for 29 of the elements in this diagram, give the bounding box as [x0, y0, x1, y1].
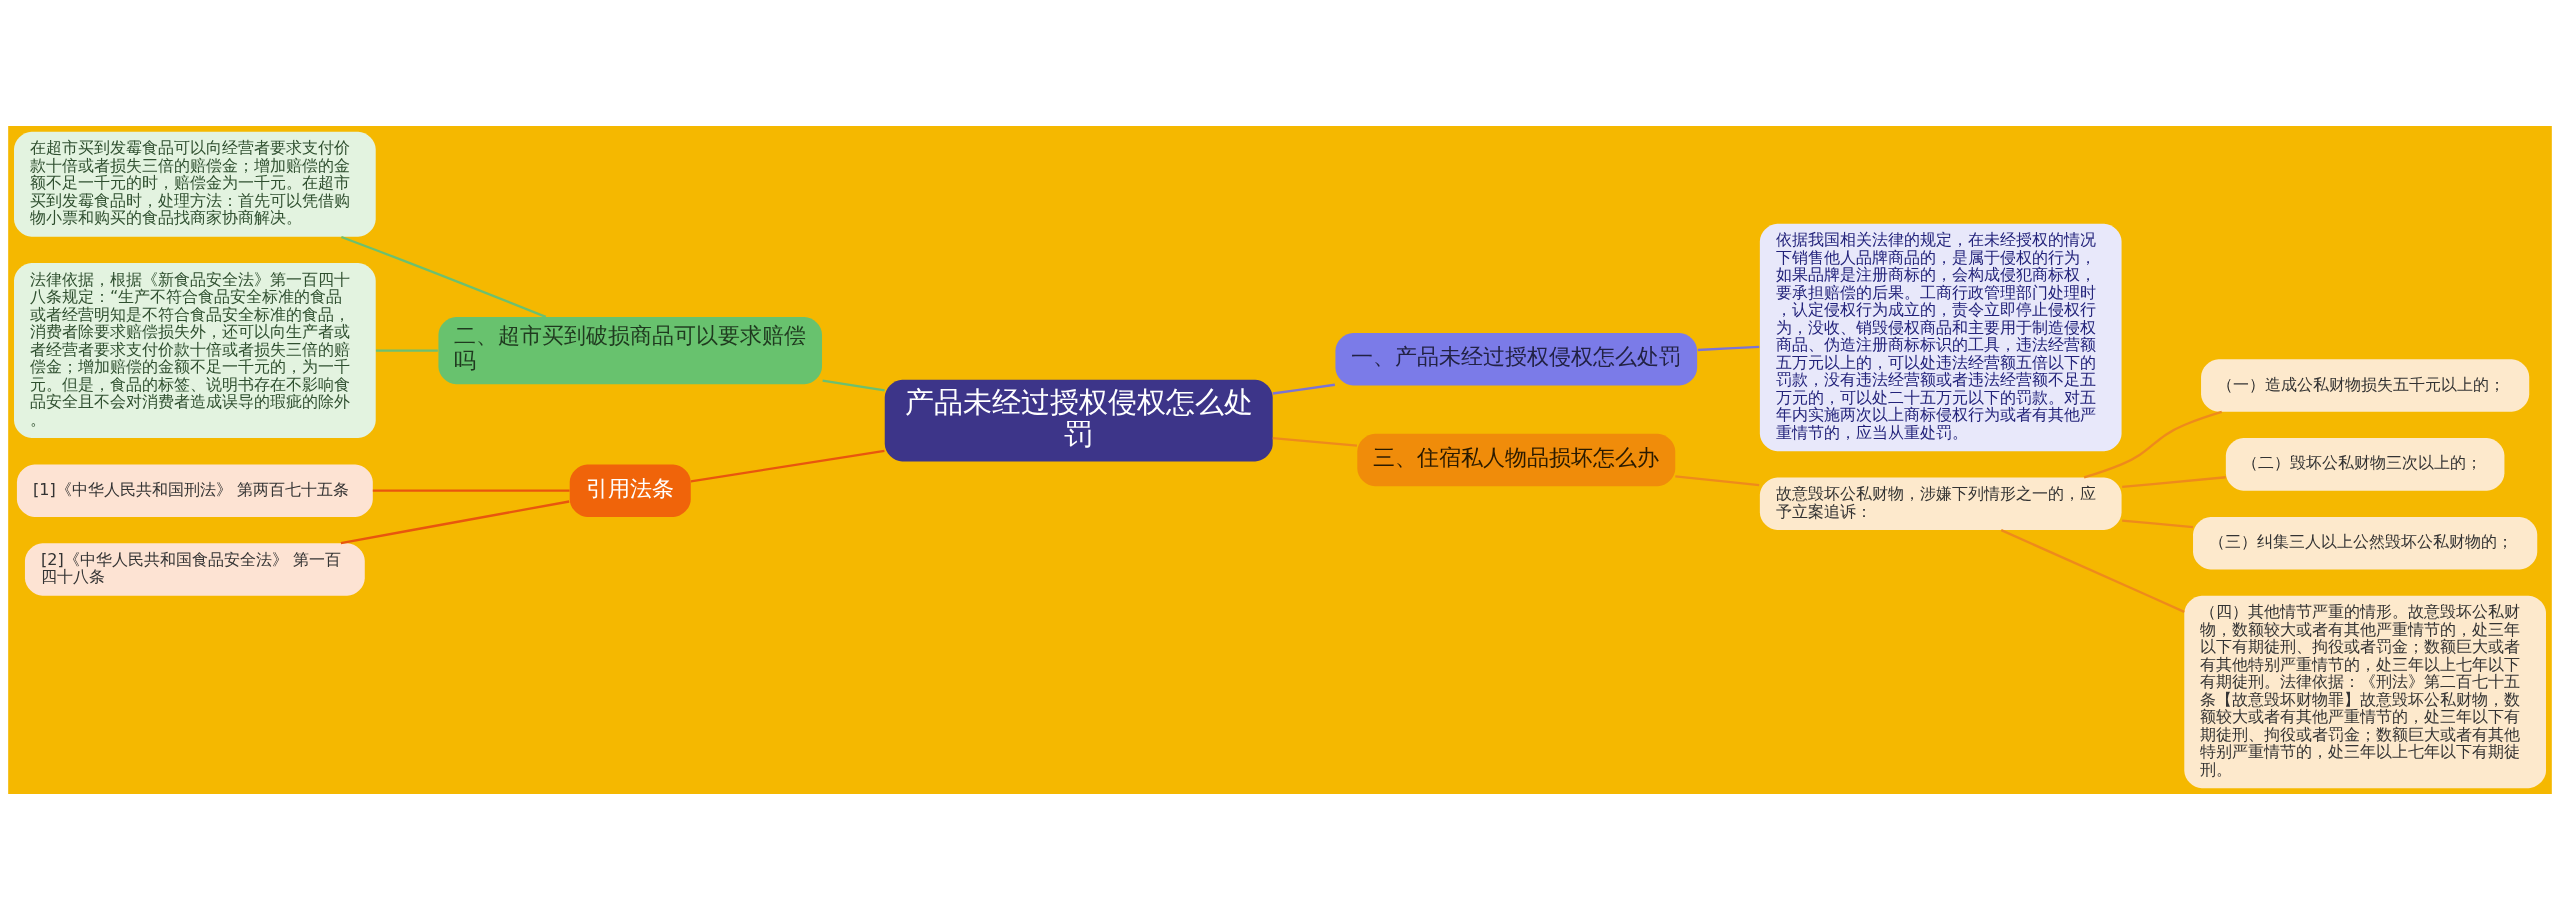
connector: [340, 235, 547, 318]
connector: [2000, 528, 2185, 613]
node-box: [2]《中华人民共和国食品安全法》 第一百四十八条: [24, 542, 365, 596]
node-box: 一、产品未经过授权侵权怎么处罚: [1335, 332, 1698, 386]
node-box: 故意毁坏公私财物，涉嫌下列情形之一的，应予立案追诉：: [1759, 477, 2122, 530]
connector: [375, 348, 438, 352]
connector: [822, 378, 885, 391]
node-box: 产品未经过授权侵权怎么处罚: [884, 379, 1273, 461]
connector: [372, 488, 570, 492]
connector: [340, 499, 570, 544]
connector: [1272, 436, 1358, 447]
node-box: （四）其他情节严重的情形。故意毁坏公私财物，数额较大或者有其他严重情节的，处三年以下有期徒刑、拘役或者罚金；数额巨大或者有其他特别严重情节的，处三年以上七年以下有期徒刑。法律依据：《刑法》第二百七十五条【故意毁坏财物罪】故意毁坏公私财物，数额较大或者有其他严重情节的，处三年以下有期徒刑、拘役或者罚金；数额巨大或者有其他特别严重情节的，处三年以上七年以下有期徒刑。: [2184, 595, 2546, 788]
node-box: 二、超市买到破损商品可以要求赔偿吗: [438, 316, 823, 384]
node-box: [1]《中华人民共和国刑法》 第两百七十五条: [16, 463, 373, 517]
connector: [1272, 383, 1335, 395]
connector: [2122, 518, 2194, 528]
node-box: 在超市买到发霉食品可以向经营者要求支付价款十倍或者损失三倍的赔偿金；增加赔偿的金额不足一千元的时，赔偿金为一千元。在超市买到发霉食品时，处理方法：首先可以凭借购物小票和购买的食品找商家协商解决。: [14, 131, 376, 237]
node-box: 法律依据，根据《新食品安全法》第一百四十八条规定：“生产不符合食品安全标准的食品或者经营明知是不符合食品安全标准的食品，消费者除要求赔偿损失外，还可以向生产者或者经营者要求支付价款十倍或者损失三倍的赔偿金；增加赔偿的金额不足一千元的，为一千元。但是，食品的标签、说明书存在不影响食品安全且不会对消费者造成误导的瑕疵的除外。: [14, 262, 376, 438]
connector: [1697, 345, 1760, 351]
connector: [2083, 410, 2223, 479]
node-box: 依据我国相关法律的规定，在未经授权的情况下销售他人品牌商品的，是属于侵权的行为，如果品牌是注册商标的，会构成侵犯商标权，要承担赔偿的后果。工商行政管理部门处理时，认定侵权行为成立的，责令立即停止侵权行为，没收、销毁侵权商品和主要用于制造侵权商品、伪造注册商标标识的工具，违法经营额五万元以上的，可以处违法经营额五倍以下的罚款，没有违法经营额或者违法经营额不足五万元的，可以处二十五万元以下的罚款。对五年内实施两次以上商标侵权行为或者有其他严重情节的，应当从重处罚。: [1759, 223, 2122, 451]
connector: [2122, 475, 2226, 488]
node-box: 引用法条: [569, 463, 691, 517]
connector: [690, 449, 885, 482]
node-box: （二）毁坏公私财物三次以上的；: [2225, 437, 2505, 491]
node-box: 三、住宿私人物品损坏怎么办: [1357, 433, 1676, 486]
node-box: （三）纠集三人以上公然毁坏公私财物的；: [2193, 516, 2538, 569]
node-box: （一）造成公私财物损失五千元以上的；: [2201, 358, 2530, 412]
connector: [1675, 474, 1760, 486]
